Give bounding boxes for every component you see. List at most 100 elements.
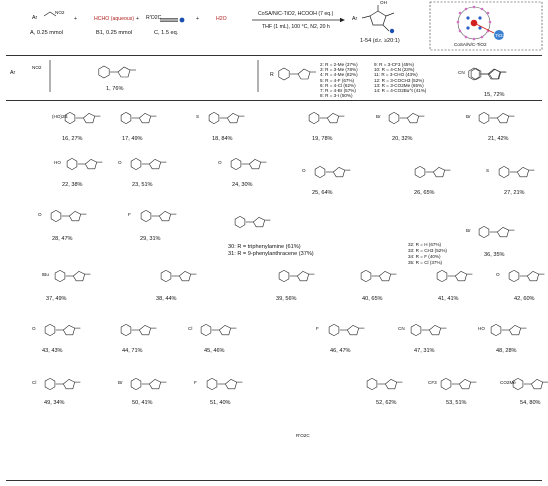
- substituent-label: Br: [376, 114, 381, 119]
- compound-yield: 49, 34%: [44, 400, 65, 406]
- product-label: 1-54 (d.r. ≥20:1): [360, 38, 400, 44]
- compound-yield: 42, 60%: [514, 296, 535, 302]
- structure-drawing: [44, 323, 81, 337]
- r-list-item: 2: R = 2-Me (37%): [320, 62, 358, 67]
- substituent-label: O: [302, 168, 306, 173]
- r-list-item: 3: R = 3-Me (78%): [320, 67, 358, 73]
- plus-1: +: [74, 16, 78, 22]
- r-list-item: 32: R = H (67%): [408, 242, 442, 247]
- structure-drawing: [130, 377, 167, 391]
- structure-drawing: [230, 157, 267, 171]
- structure-drawing: [130, 157, 167, 171]
- catalyst-box: [429, 1, 543, 51]
- substituent-label: O: [32, 326, 36, 331]
- compound-yield: 48, 28%: [496, 348, 517, 354]
- structure-drawing: [478, 111, 515, 125]
- top-divider: [6, 55, 542, 56]
- substituent-label: (HO)2B: [52, 114, 68, 119]
- structure-drawing: [498, 165, 535, 179]
- structure-drawing: [160, 269, 197, 283]
- substituent-label: Cl: [32, 380, 37, 385]
- substituent-label: S: [486, 168, 490, 173]
- compound-yield: 44, 71%: [122, 348, 143, 354]
- structure-drawing: [328, 323, 365, 337]
- structure-drawing: [414, 165, 451, 179]
- compound-yield: 21, 42%: [488, 136, 509, 142]
- substituent-label: CO2Me: [500, 380, 516, 385]
- conditions-top: CoSA/N/C-TiO2, HCOOH (7 eq.): [258, 11, 334, 17]
- compound-yield: 40, 65%: [362, 296, 383, 302]
- compound-yield: 41, 41%: [438, 296, 459, 302]
- bottom-divider: [6, 480, 542, 481]
- compound-yield: 24, 30%: [232, 182, 253, 188]
- structure-drawing: [314, 165, 351, 179]
- structure-drawing: [120, 323, 157, 337]
- substituent-label: CF3: [428, 380, 437, 385]
- compound-yield: 54, 80%: [520, 400, 541, 406]
- structure-drawing: [478, 225, 515, 239]
- substituent-label: F: [194, 380, 197, 385]
- catalyst-tio2: TiO2: [495, 33, 505, 38]
- r-list-item: 10: R = 4-CN (23%): [374, 67, 415, 73]
- r-list-item: 4: R = 4-Me (82%): [320, 72, 358, 78]
- structure-drawing: [490, 323, 527, 337]
- structure-drawing: [54, 269, 91, 283]
- reactant-c-label: C, 1.5 eq.: [154, 30, 179, 36]
- compound-yield: 37, 49%: [46, 296, 67, 302]
- structure-drawing: [234, 215, 271, 229]
- structure-drawing: [50, 209, 87, 223]
- structure-drawing: [98, 65, 136, 79]
- compound-yield: 18, 84%: [212, 136, 233, 142]
- r-list-item: 9: R = 3-CF3 (45%): [374, 62, 414, 67]
- product-ar: Ar: [352, 16, 358, 22]
- compound-yield: 25, 64%: [312, 190, 333, 196]
- substituent-label: CN: [458, 70, 465, 75]
- r-list-item: 33: R = CH3 (52%): [408, 248, 447, 253]
- compound-yield: 23, 51%: [132, 182, 153, 188]
- plus-3: +: [196, 16, 200, 22]
- compound-yield: 51, 40%: [210, 400, 231, 406]
- substituent-label: O: [218, 160, 222, 165]
- structure-drawing: [44, 377, 81, 391]
- compound-yield: 38, 44%: [156, 296, 177, 302]
- product-lactam-ring: [361, 5, 395, 32]
- substituent-label: F: [316, 326, 319, 331]
- r-list-item: 11: R = 3-CHO (43%): [374, 72, 418, 78]
- r-list-item: 7: R = 4-Br (57%): [320, 88, 356, 93]
- r-group-label: R: [270, 72, 274, 78]
- substituent-label: O: [118, 160, 122, 165]
- substituent-label: F: [128, 212, 131, 217]
- catalyst-label: CoSA/N/C-TiO2: [454, 42, 487, 47]
- compound-yield: 36, 35%: [484, 252, 505, 258]
- structure-drawing: [64, 111, 101, 125]
- compound-yield: 29, 31%: [140, 236, 161, 242]
- compound-yield: 52, 62%: [376, 400, 397, 406]
- r-list-item: 35: R = Cl (37%): [408, 260, 443, 265]
- alkyne-terminal-dot: [179, 17, 185, 23]
- substituent-label: O: [38, 212, 42, 217]
- structure-drawing: [360, 269, 397, 283]
- substituent-label: HO: [54, 160, 61, 165]
- product-oh: OH: [380, 0, 387, 5]
- alkyne-reagent: R'O2C: [296, 433, 310, 438]
- r-list-item: 13: R = 3-CO2Me (65%): [374, 82, 424, 88]
- r-list-item: 34: R = F (40%): [408, 254, 441, 259]
- structure-drawing: [200, 323, 237, 337]
- compound-yield: 28, 47%: [52, 236, 73, 242]
- substituent-label: tBu: [42, 272, 49, 277]
- r-list-item: 8: R = 3-I (50%): [320, 93, 353, 99]
- compound-yield: 15, 72%: [484, 92, 505, 98]
- compound-yield: 27, 21%: [504, 190, 525, 196]
- compound-yield: 17, 49%: [122, 136, 143, 142]
- compound-yield: 47, 31%: [414, 348, 435, 354]
- reactant-b: HCHO (aqueous): [94, 16, 135, 22]
- compound-yield: 45, 46%: [204, 348, 225, 354]
- structure-drawing: [66, 157, 103, 171]
- substituent-label: HO: [478, 326, 485, 331]
- compound-1-yield: 1, 76%: [106, 86, 124, 92]
- structure-drawing: [440, 377, 477, 391]
- r-list-item: 12: R = 3-COCH3 (52%): [374, 77, 424, 83]
- structure-drawing: [278, 67, 316, 81]
- reactant-a-ar: Ar: [32, 15, 38, 21]
